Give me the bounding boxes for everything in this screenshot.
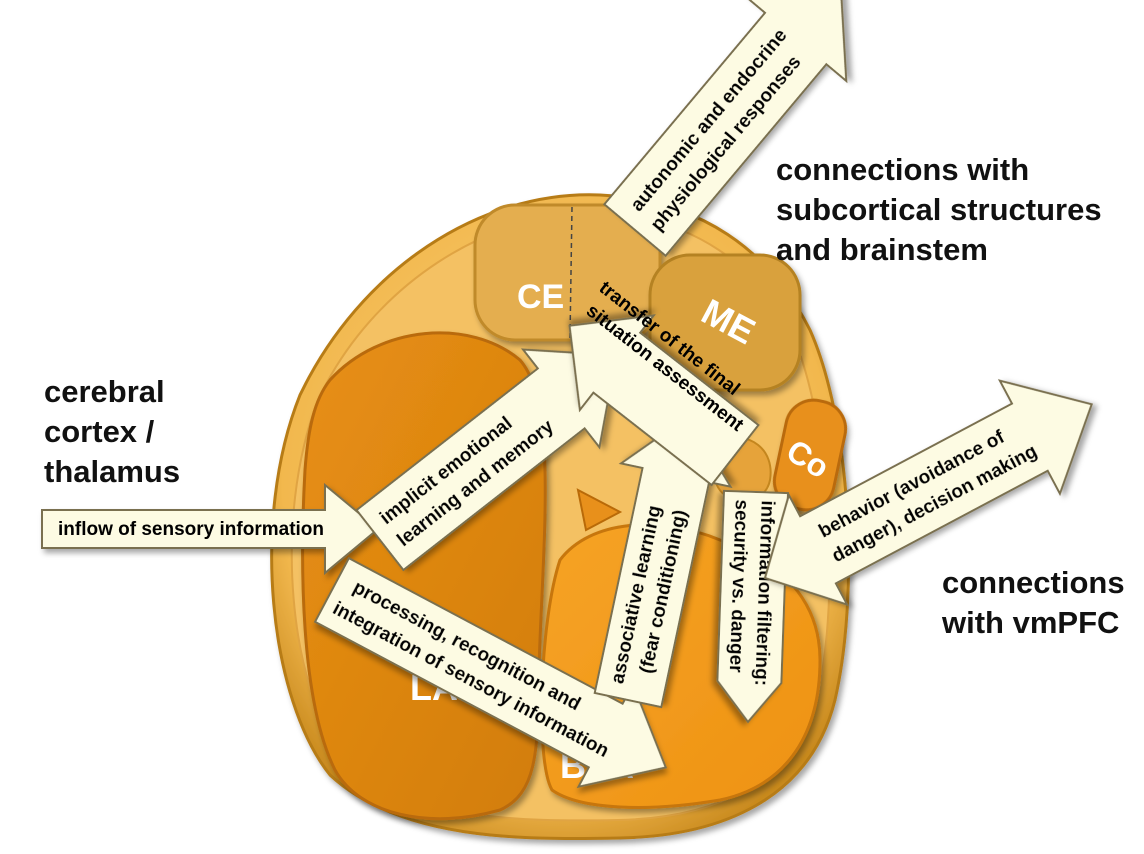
arrow-inflow: inflow of sensory information [41,482,380,576]
vmpfc-label-line-1: connections [942,565,1125,600]
ce-label: CE [517,278,564,316]
vmpfc-label: connections with vmPFC [942,563,1125,643]
cortex-label-line-3: thalamus [44,454,181,489]
subcortical-label-line-1: connections with [776,152,1030,187]
arrow-filtering: information filtering: security vs. dang… [716,489,790,724]
cortex-label-line-2: cortex / [44,414,155,449]
cortex-label-line-1: cerebral [44,374,165,409]
inner-wedge [576,488,623,532]
vmpfc-label-line-2: with vmPFC [942,605,1120,640]
arrow-behavior: behavior (avoidance of danger), decision… [763,379,1093,607]
arrow-inflow-text: inflow of sensory information [58,519,324,540]
arrow-transfer [568,314,760,487]
subcortical-label-line-3: and brainstem [776,232,988,267]
cortex-thalamus-label: cerebral cortex / thalamus [44,372,180,492]
ce-division-line [569,206,573,339]
subcortical-label-line-2: subcortical structures [776,192,1102,227]
subcortical-label: connections with subcortical structures … [776,150,1102,270]
me-nucleus [648,253,802,392]
co-nucleus [772,398,848,512]
